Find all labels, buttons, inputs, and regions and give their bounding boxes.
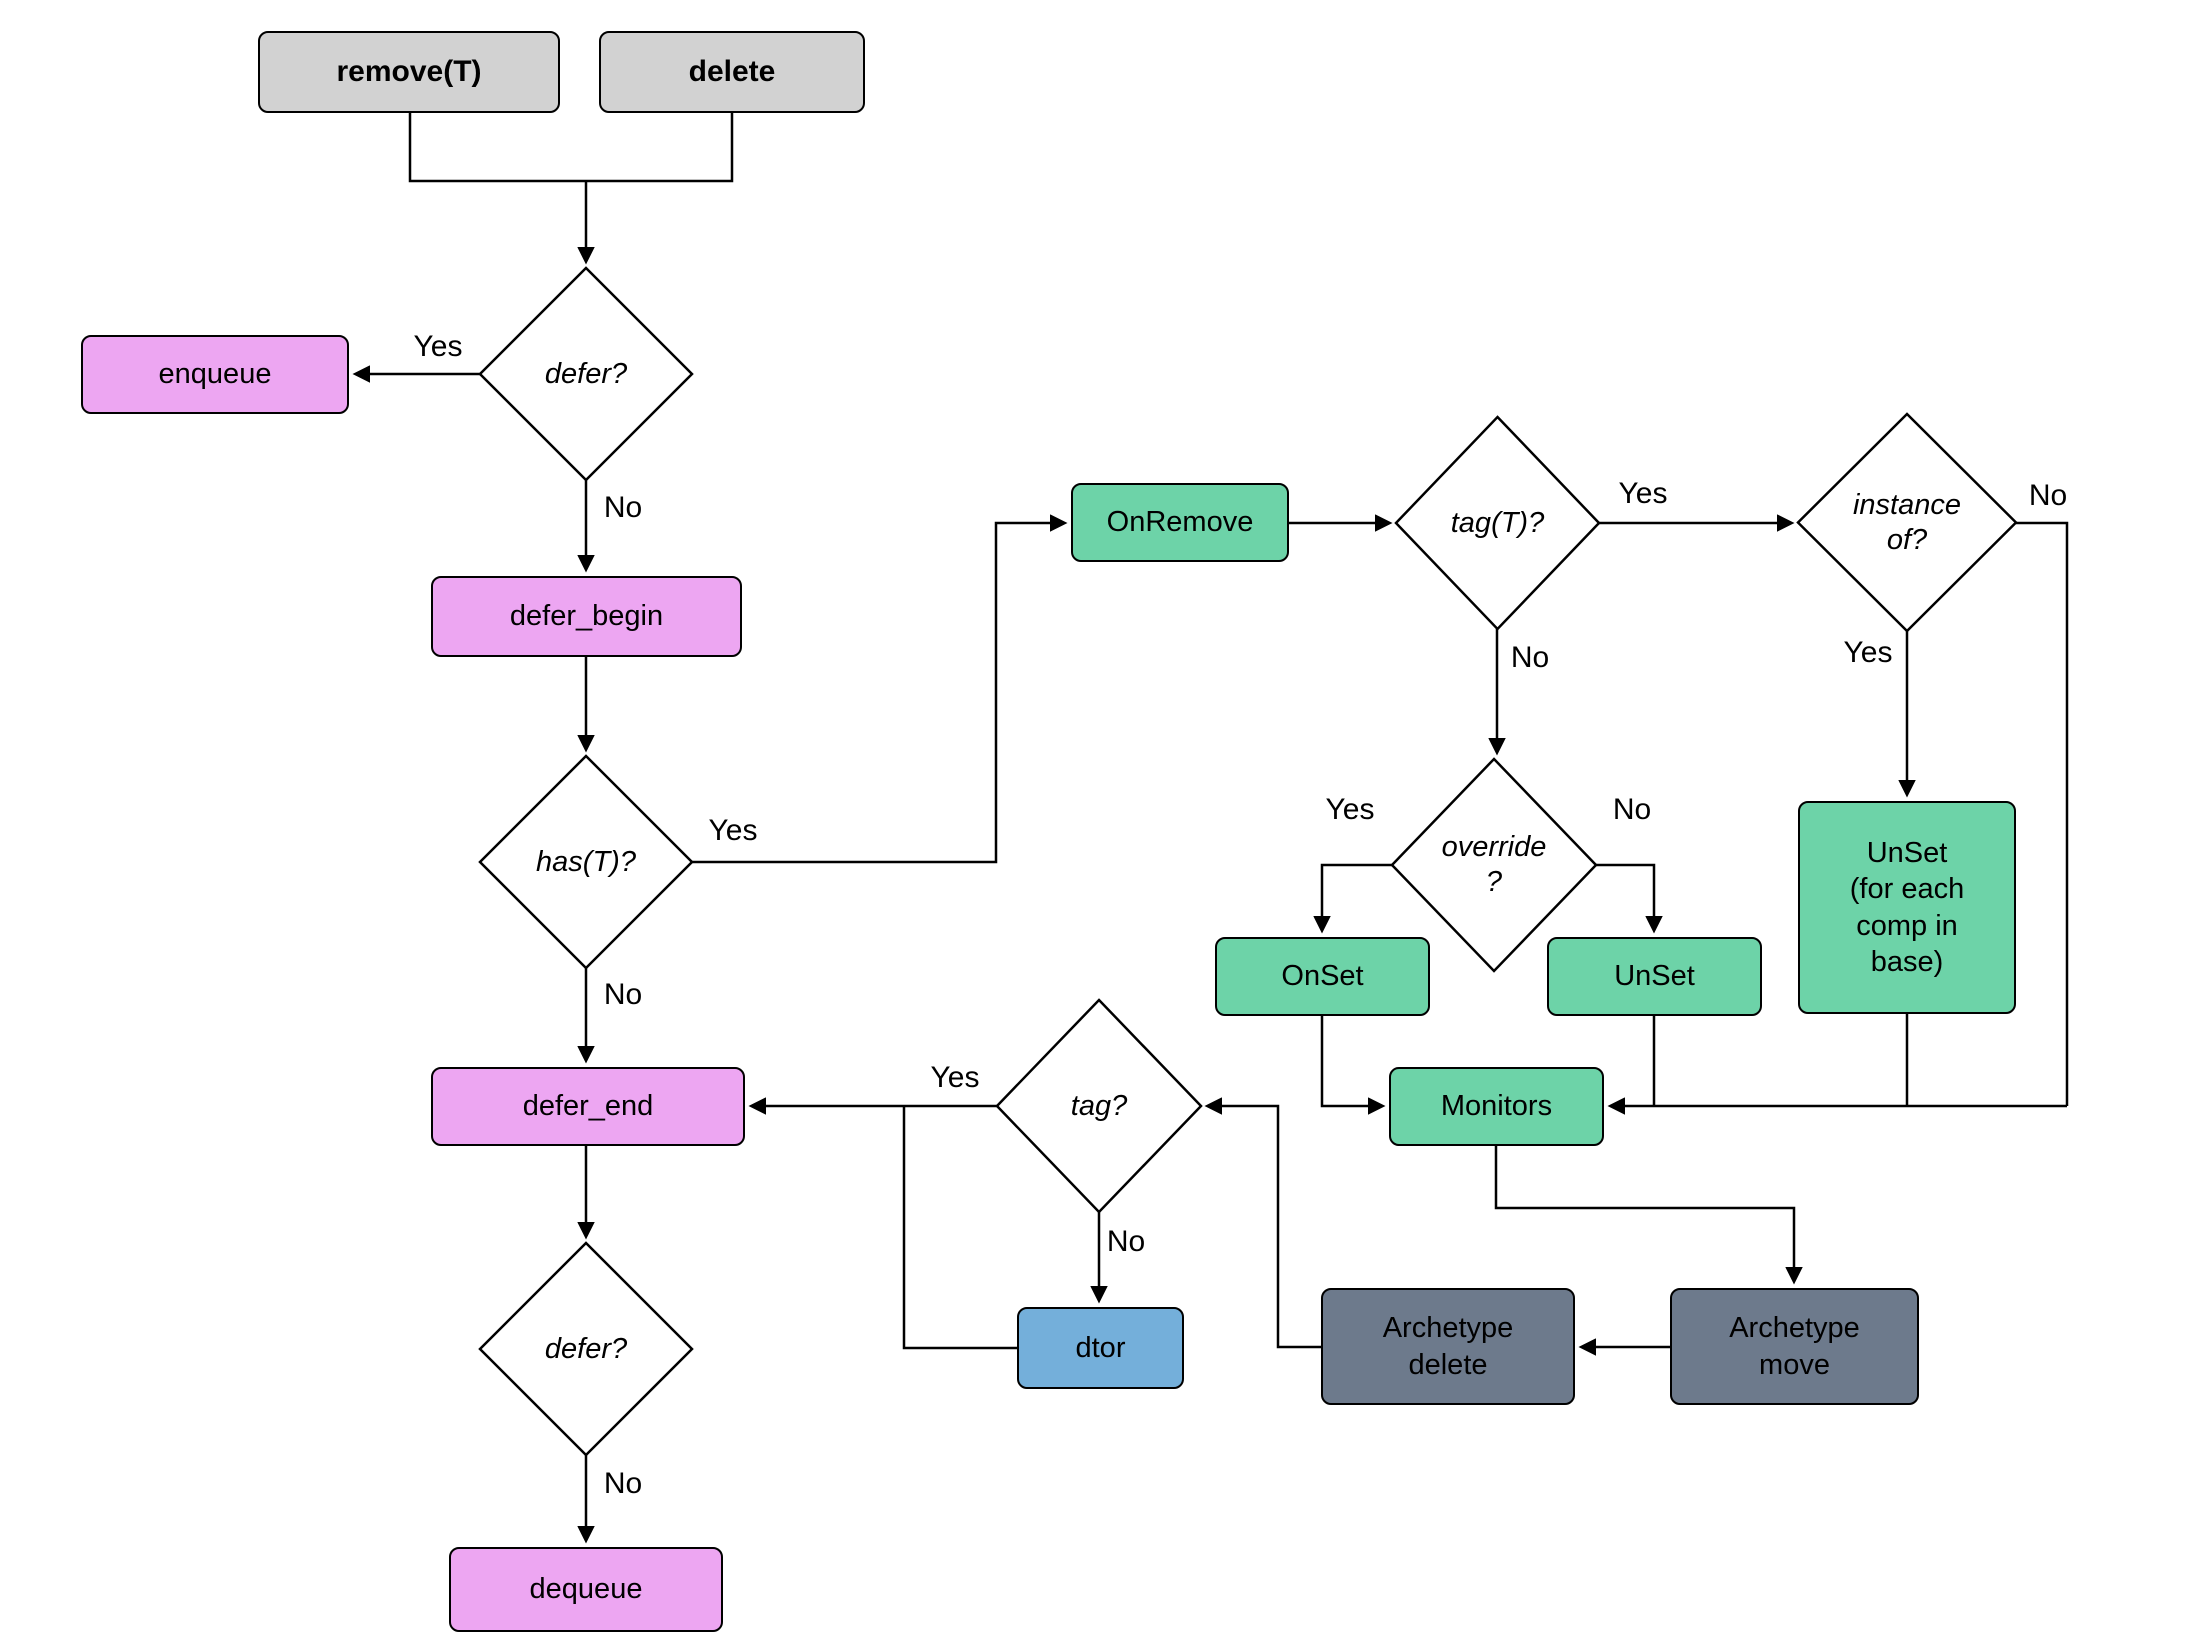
edge-override-no-to-unset bbox=[1596, 863, 1663, 934]
tag-decision: tag? bbox=[997, 1000, 1201, 1212]
has-t-decision: has(T)? bbox=[480, 756, 692, 968]
start-delete-node: delete bbox=[599, 31, 865, 113]
tag-decision-label: tag? bbox=[1070, 1089, 1128, 1122]
edge-label-has-no: No bbox=[603, 978, 643, 1011]
edge-label-instance-no: No bbox=[2028, 479, 2068, 512]
edge-override-yes-to-onset bbox=[1313, 863, 1392, 934]
defer-decision-2: defer? bbox=[480, 1243, 692, 1455]
unset-label: UnSet bbox=[1614, 960, 1695, 993]
archetype-move-label: Archetype move bbox=[1729, 1312, 1860, 1381]
dtor-node: dtor bbox=[1017, 1307, 1184, 1389]
edge-label-tagt-yes: Yes bbox=[1618, 477, 1668, 510]
edge-label-override-yes: Yes bbox=[1325, 793, 1375, 826]
edge-label-has-yes: Yes bbox=[708, 814, 758, 847]
start-remove-label: remove(T) bbox=[336, 55, 482, 89]
defer-begin-label: defer_begin bbox=[509, 600, 664, 633]
defer-decision-1-label: defer? bbox=[544, 357, 628, 390]
edge-dtor-to-defer-end-join bbox=[902, 1106, 1017, 1350]
defer-decision-1: defer? bbox=[480, 268, 692, 480]
edge-label-defer1-no: No bbox=[603, 491, 643, 524]
unset-base-label: UnSet (for each comp in base) bbox=[1849, 837, 1965, 978]
defer-decision-2-label: defer? bbox=[544, 1332, 628, 1365]
edge-label-tagt-no: No bbox=[1510, 641, 1550, 674]
edge-monitors-to-archetype-move bbox=[1494, 1146, 1803, 1285]
dequeue-node: dequeue bbox=[449, 1547, 723, 1632]
on-remove-label: OnRemove bbox=[1106, 506, 1254, 539]
on-set-label: OnSet bbox=[1281, 960, 1364, 993]
edge-label-defer1-yes: Yes bbox=[413, 330, 463, 363]
archetype-delete-label: Archetype delete bbox=[1382, 1312, 1514, 1381]
unset-node: UnSet bbox=[1547, 937, 1762, 1016]
tag-t-decision-label: tag(T)? bbox=[1450, 506, 1545, 539]
edge-label-instance-yes: Yes bbox=[1843, 636, 1893, 669]
edge-label-defer2-no: No bbox=[603, 1467, 643, 1500]
edge-start-join-line bbox=[408, 113, 734, 183]
edge-has-yes-to-onremove bbox=[692, 514, 1068, 864]
edge-onset-to-monitors bbox=[1320, 1016, 1386, 1115]
enqueue-label: enqueue bbox=[158, 358, 272, 391]
start-delete-label: delete bbox=[688, 55, 776, 89]
monitors-node: Monitors bbox=[1389, 1067, 1604, 1146]
on-remove-node: OnRemove bbox=[1071, 483, 1289, 562]
enqueue-node: enqueue bbox=[81, 335, 349, 414]
edge-archetype-delete-to-tag bbox=[1204, 1097, 1321, 1349]
tag-t-decision: tag(T)? bbox=[1396, 417, 1599, 629]
override-decision: override ? bbox=[1392, 759, 1596, 971]
edge-instance-no-down bbox=[2016, 521, 2069, 1106]
archetype-move-node: Archetype move bbox=[1670, 1288, 1919, 1405]
start-remove-node: remove(T) bbox=[258, 31, 560, 113]
edge-label-override-no: No bbox=[1612, 793, 1652, 826]
edge-label-tag-no: No bbox=[1106, 1225, 1146, 1258]
on-set-node: OnSet bbox=[1215, 937, 1430, 1016]
instance-of-decision-label: instance of? bbox=[1852, 488, 1961, 556]
instance-of-decision: instance of? bbox=[1798, 414, 2016, 631]
archetype-delete-node: Archetype delete bbox=[1321, 1288, 1575, 1405]
edge-label-tag-yes: Yes bbox=[930, 1061, 980, 1094]
defer-end-node: defer_end bbox=[431, 1067, 745, 1146]
dtor-label: dtor bbox=[1075, 1331, 1126, 1364]
override-decision-label: override ? bbox=[1441, 831, 1547, 898]
has-t-decision-label: has(T)? bbox=[536, 845, 636, 878]
dequeue-label: dequeue bbox=[529, 1573, 643, 1606]
defer-end-label: defer_end bbox=[522, 1090, 654, 1123]
monitors-label: Monitors bbox=[1440, 1090, 1553, 1123]
defer-begin-node: defer_begin bbox=[431, 576, 742, 657]
unset-base-node: UnSet (for each comp in base) bbox=[1798, 801, 2016, 1014]
